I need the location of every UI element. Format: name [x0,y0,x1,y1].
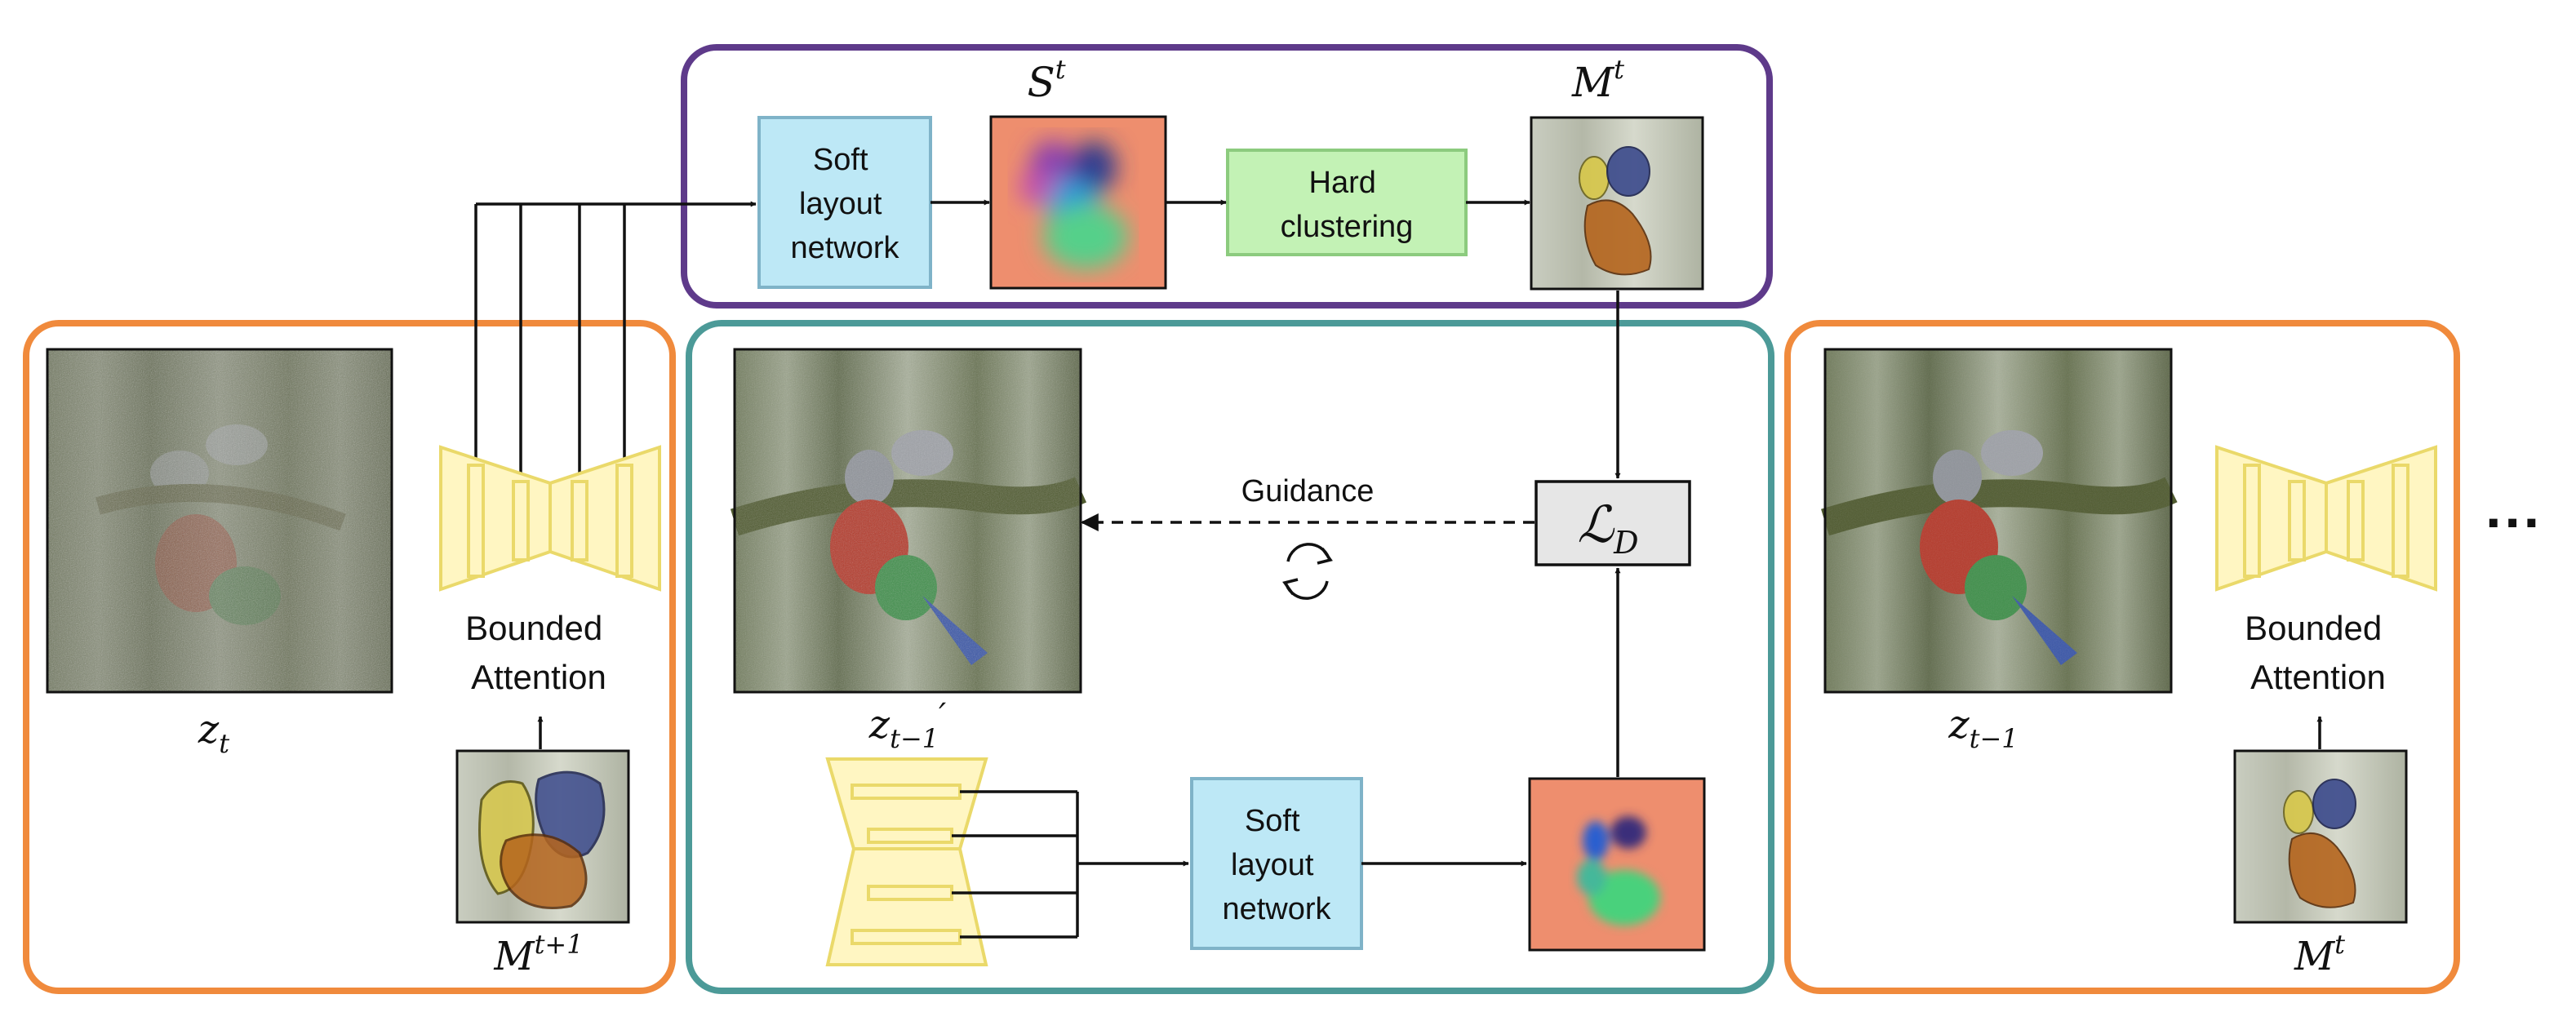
purple-frame [681,44,1773,309]
bottom-feature-lines [952,790,1189,939]
svg-text:Bounded Attention: Bounded Attention [2245,609,2392,696]
m-t-label-top: Mt [1571,54,1624,106]
loss-label: ℒD [1577,495,1638,561]
segmentation-mask-image-t-plus-1 [455,749,630,924]
m-t-plus-1-label: Mt+1 [493,929,583,979]
bounded-attention-left-line1: Bounded [465,609,602,647]
s-t-label: St [1027,54,1065,106]
guidance-label: Guidance [1241,474,1375,508]
loss-block [1534,480,1691,566]
latent-image-z-t-minus-1 [1821,348,2178,694]
refresh-cycle-icon [1282,543,1333,600]
unet-icon-right [2215,445,2437,592]
unet-icon [439,445,661,592]
hard-clustering-line2: clustering [1281,210,1414,244]
unet-icon-vertical [825,757,988,966]
soft-layout-bottom-line3: network [1222,892,1331,926]
soft-layout-bottom-line2: layout [1231,848,1314,882]
soft-layout-network-top [757,116,932,289]
left-orange-frame [23,320,676,994]
segmentation-mask-image-right [2233,749,2408,924]
segmentation-mask-image-top [1530,116,1704,291]
soft-layout-network-bottom [1190,777,1363,950]
svg-text:Bounded Attention: Bounded Attention [465,609,612,696]
feature-connection-lines [474,201,757,482]
bounded-attention-right-line1: Bounded [2245,609,2382,647]
soft-layout-top-line1: Soft [813,143,868,177]
teal-frame [686,320,1774,994]
m-t-label-right: Mt [2294,929,2345,979]
hard-clustering-block [1226,149,1468,256]
bounded-attention-left-line2: Attention [471,658,606,696]
noisy-latent-image-zt [46,348,393,694]
svg-text:Soft layout network: Soft layout network [790,143,899,265]
soft-layout-map-image-top [989,115,1167,290]
soft-layout-top-line3: network [790,231,899,265]
right-orange-frame [1784,320,2460,994]
bounded-attention-right-line2: Attention [2250,658,2386,696]
svg-text:Soft layout network: Soft layout network [1222,804,1331,926]
z-t-minus-1-label: zt−1 [1948,702,2018,754]
svg-text:Hard clustering: Hard clustering [1281,166,1414,244]
soft-layout-map-image-bottom [1528,777,1706,952]
z-t-label: zt [198,707,229,759]
ellipsis: ··· [2485,491,2543,554]
z-t-minus-1-prime-label: zt−1′ [868,697,946,754]
latent-image-z-t-minus-1-prime [730,348,1087,694]
hard-clustering-line1: Hard [1309,166,1376,200]
soft-layout-bottom-line1: Soft [1245,804,1300,838]
soft-layout-top-line2: layout [799,187,882,221]
